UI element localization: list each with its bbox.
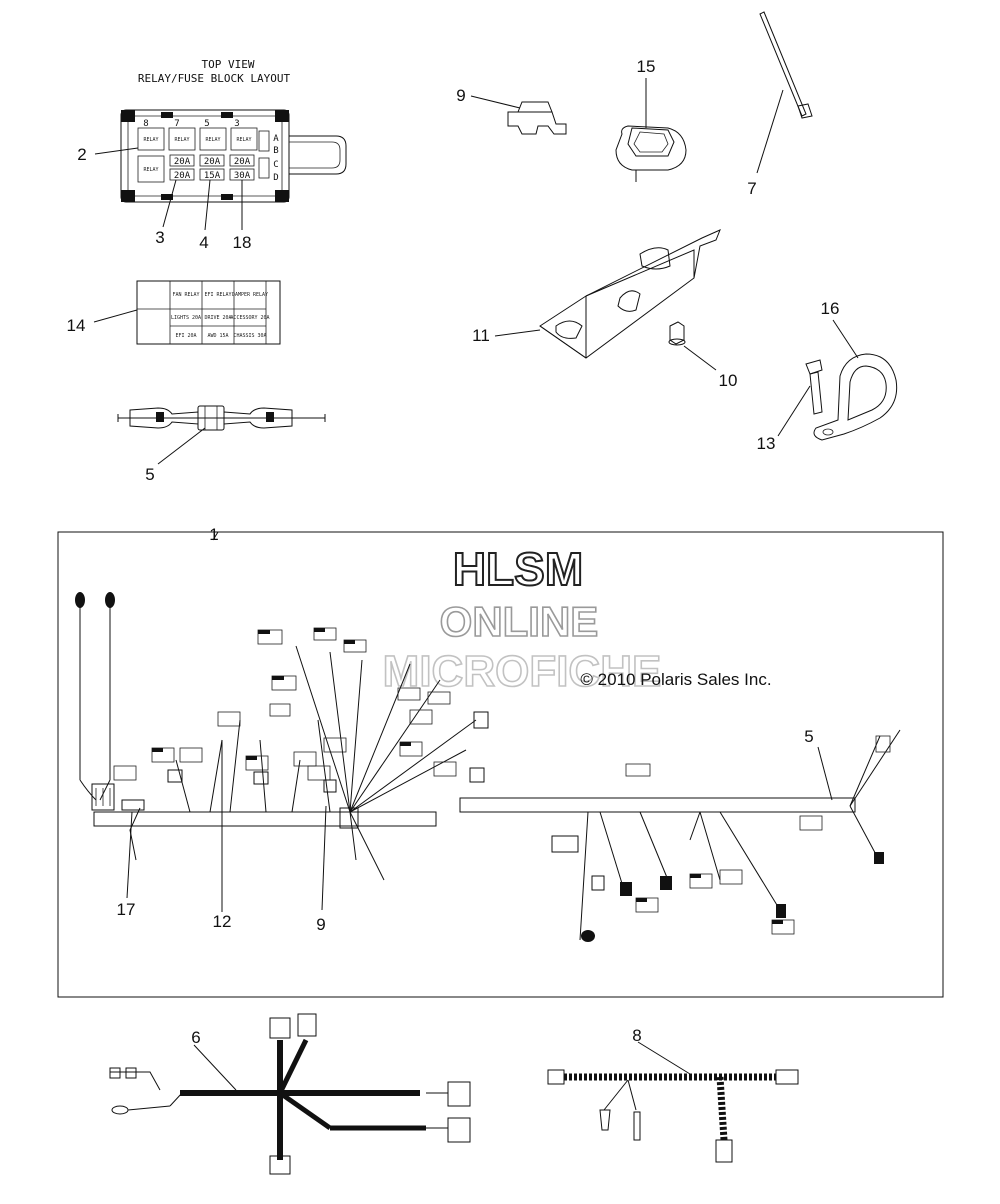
col-num-5: 5 [204,119,209,129]
fuse-rating-5: 15A [204,171,221,181]
fuse-rating-4: 20A [174,171,191,181]
col-num-3: 3 [234,119,239,129]
relay-fuse-decal: FAN RELAY EFI RELAY DAMPER RELAY LIGHTS … [93,280,281,345]
row-letter-a: A [273,134,279,144]
callout-9-top: 9 [456,86,465,105]
decal-efi-relay: EFI RELAY [204,292,231,298]
callout-13: 13 [757,434,776,453]
callout-12: 12 [213,912,232,931]
decal-chassis: CHASSIS 30A [233,333,266,339]
mounting-bracket [494,229,721,359]
decal-awd: AWD 15A [207,333,228,339]
callout-14: 14 [67,316,86,335]
col-num-8: 8 [143,119,148,129]
relay-fuse-block-layout: TOP VIEW RELAY/FUSE BLOCK LAYOUT 8 7 5 3… [94,58,347,231]
decal-damper-relay: DAMPER RELAY [232,292,268,298]
col-num-7: 7 [174,119,179,129]
callout-9-harness: 9 [316,915,325,934]
push-rivet [668,321,717,371]
callout-8: 8 [632,1026,641,1045]
watermark-online: ONLINE [440,598,599,645]
callout-15: 15 [637,57,656,76]
decal-fan-relay: FAN RELAY [172,292,199,298]
fuse-rating-3: 20A [234,157,251,167]
callout-17: 17 [117,900,136,919]
callout-4: 4 [199,233,208,252]
row-letter-c: C [273,160,278,170]
relay-label-1: RELAY [143,137,158,143]
bolt [777,359,823,437]
relay-block-title-line1: TOP VIEW [202,58,255,71]
connector-part [615,78,687,182]
callout-18: 18 [233,233,252,252]
relay-label-3: RELAY [205,137,220,143]
callout-11: 11 [472,326,490,345]
watermark-microfiche: MICROFICHE [383,647,662,696]
callout-5-top: 5 [145,465,154,484]
fuse-rating-2: 20A [204,157,221,167]
callout-16: 16 [821,299,840,318]
callout-2: 2 [77,145,86,164]
callout-6: 6 [191,1028,200,1047]
row-letter-b: B [273,146,278,156]
relay-label-5: RELAY [143,167,158,173]
decal-lights: LIGHTS 20A [171,315,201,321]
callout-3: 3 [155,228,164,247]
cable-tie [756,11,813,174]
callout-10: 10 [719,371,738,390]
main-harness-panel [57,531,944,998]
sub-harness-8 [547,1041,799,1163]
decal-accessory: ACCESSORY 20A [230,315,269,321]
fuse-rating-1: 20A [174,157,191,167]
decal-efi: EFI 20A [175,333,196,339]
inline-fuse-holder [117,405,326,465]
callout-5-harness: 5 [804,727,813,746]
relay-block-title-line2: RELAY/FUSE BLOCK LAYOUT [138,72,291,85]
copyright-notice: © 2010 Polaris Sales Inc. [580,670,771,689]
relay-label-4: RELAY [236,137,251,143]
row-letter-d: D [273,173,278,183]
watermark-hlsm: HLSM [453,543,583,595]
p-clamp [813,319,898,441]
main-wiring-harness [75,592,901,942]
fuse-rating-6: 30A [234,171,251,181]
callout-1: 1 [209,525,218,544]
terminal-part [470,95,567,135]
relay-label-2: RELAY [174,137,189,143]
sub-harness-6 [109,1013,471,1175]
decal-drive: DRIVE 20A [204,315,231,321]
callout-7: 7 [747,179,756,198]
